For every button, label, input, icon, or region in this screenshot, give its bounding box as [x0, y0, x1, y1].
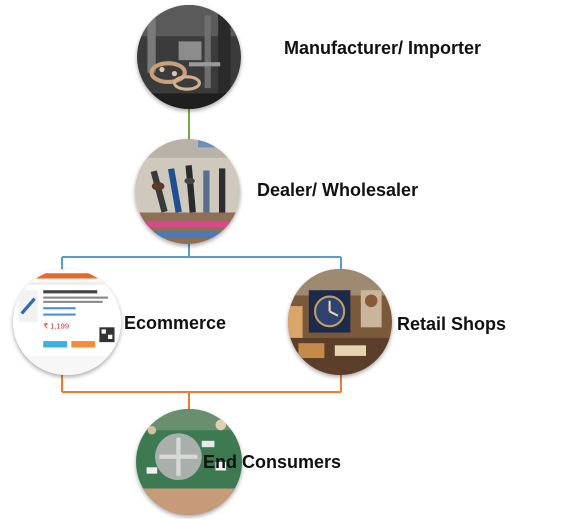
- manufacturer-photo: [137, 5, 241, 109]
- retail-photo: [288, 269, 392, 375]
- label-manufacturer: Manufacturer/ Importer: [284, 38, 482, 58]
- label-retail: Retail Shops: [397, 314, 507, 334]
- dealer-photo: [135, 139, 240, 244]
- ecommerce-price: ₹ 1,199: [43, 321, 69, 330]
- label-dealer: Dealer/ Wholesaler: [257, 180, 419, 200]
- label-consumers: End Consumers: [203, 452, 342, 472]
- ecommerce-photo: ₹ 1,199: [13, 269, 121, 375]
- label-ecommerce: Ecommerce: [124, 313, 227, 333]
